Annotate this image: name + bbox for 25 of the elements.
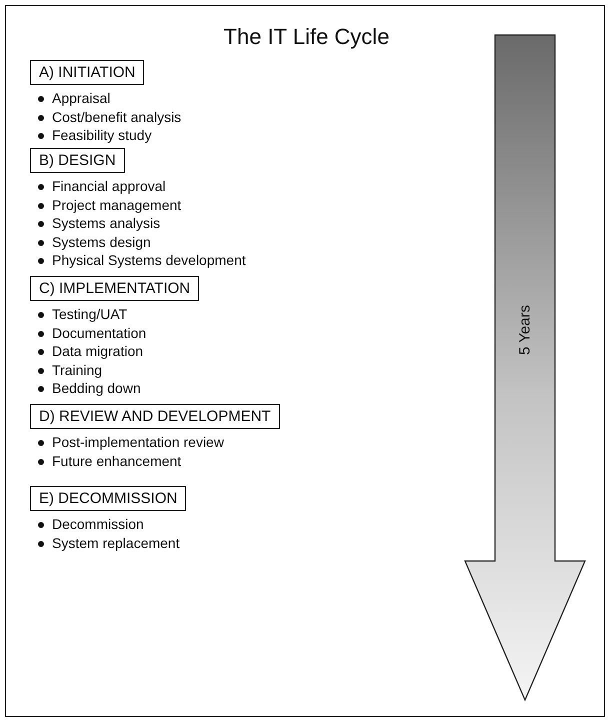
list-item: Documentation [52, 324, 146, 342]
list-item: System replacement [52, 534, 180, 552]
arrow-shape [464, 34, 586, 702]
list-item: Cost/benefit analysis [52, 108, 182, 126]
arrow-label: 5 Years [516, 304, 534, 356]
list-item: Future enhancement [52, 452, 182, 470]
phase-box: E) DECOMMISSION [30, 486, 186, 511]
list-item: Financial approval [52, 178, 166, 195]
list-item: Physical Systems development [52, 252, 246, 269]
list-item: Decommission [52, 516, 144, 533]
list-item: Appraisal [52, 90, 110, 107]
list-item: Post-implementation review [52, 434, 224, 451]
phase-box: A) INITIATION [30, 60, 144, 85]
list-item: Systems analysis [52, 215, 160, 232]
title: The IT Life Cycle [222, 24, 390, 50]
phase-box: C) IMPLEMENTATION [30, 276, 200, 301]
list-item: Data migration [52, 343, 144, 360]
phase-box: D) REVIEW AND DEVELOPMENT [30, 404, 280, 429]
list-item: Feasibility study [52, 127, 152, 144]
list-item: Training [52, 362, 102, 378]
list-item: Systems design [52, 234, 151, 250]
list-item: Testing/UAT [52, 306, 128, 323]
list-item: Bedding down [52, 380, 141, 397]
list-item: Project management [52, 196, 182, 214]
phase-box: B) DESIGN [30, 148, 125, 173]
